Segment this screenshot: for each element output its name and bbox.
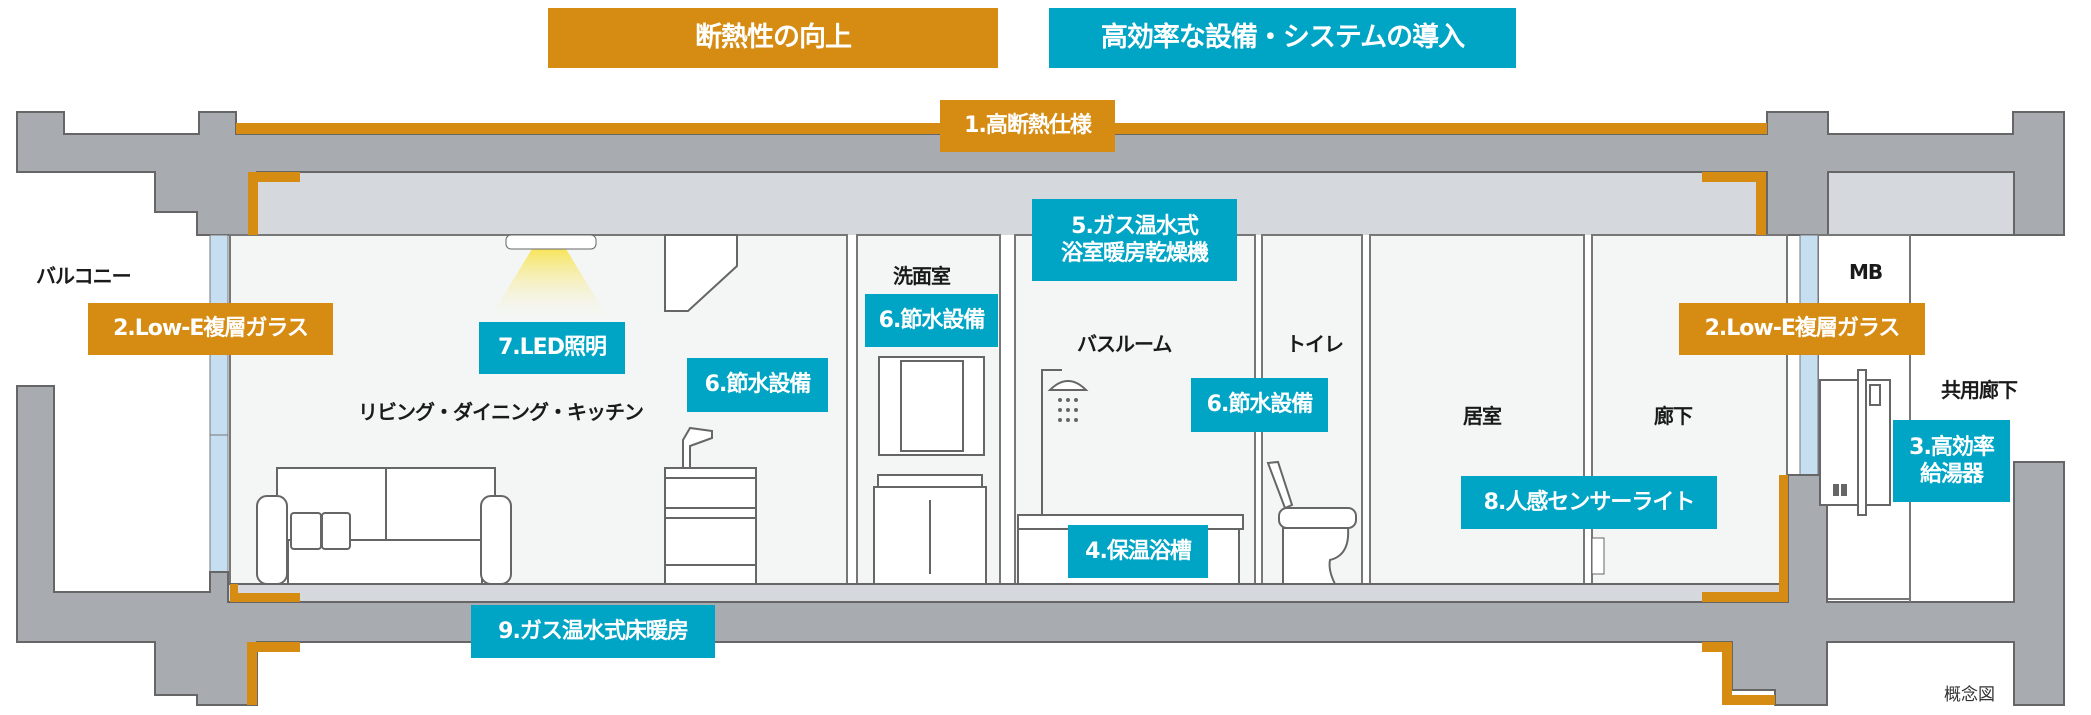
- room-label-washroom: 洗面室: [893, 264, 951, 288]
- kitchen-sink-icon: [664, 426, 757, 585]
- feature-motion-sensor-light: 8.人感センサーライト: [1461, 476, 1717, 529]
- feature-led-lighting: 7.LED照明: [479, 322, 625, 374]
- ceiling-void: [250, 172, 1768, 235]
- insulation-ceiling-left: [248, 172, 258, 235]
- vanity-icon: [873, 356, 987, 585]
- feature-water-heater: 3.高効率 給湯器: [1893, 420, 2010, 502]
- room-label-bedroom: 居室: [1463, 404, 1502, 428]
- toilet-icon: [1266, 460, 1357, 585]
- window-left-lower: [209, 434, 229, 586]
- feature-water-heater-line2: 給湯器: [1919, 462, 1984, 487]
- feature-insulated-bathtub: 4.保温浴槽: [1068, 525, 1208, 578]
- insulation-under-left-h: [247, 642, 300, 652]
- window-right: [1799, 234, 1819, 476]
- header-insulation: 断熱性の向上: [548, 8, 998, 68]
- insulation-ceiling-left-h: [248, 172, 300, 182]
- feature-bath-dryer-line1: 5.ガス温水式: [1071, 213, 1199, 239]
- header-equipment: 高効率な設備・システムの導入: [1049, 8, 1516, 68]
- insulation-floor-right-h: [1702, 592, 1788, 602]
- insulation-ceiling-right-h: [1702, 172, 1766, 182]
- insulation-under-right-b: [1722, 695, 1775, 705]
- sensor-switch-icon: [1591, 537, 1605, 575]
- ceiling-light-icon: [505, 234, 597, 250]
- water-heater-icon: [1819, 369, 1891, 516]
- feature-high-insulation: 1.高断熱仕様: [940, 100, 1115, 152]
- feature-water-saving-washroom: 6.節水設備: [865, 294, 998, 347]
- insulation-under-left: [247, 642, 257, 705]
- feature-water-heater-line1: 3.高効率: [1909, 434, 1995, 460]
- ceiling-void-mb: [1827, 171, 2015, 236]
- feature-bath-dryer-line2: 浴室暖房乾燥機: [1060, 241, 1209, 266]
- insulation-under-right-h: [1702, 642, 1732, 652]
- feature-water-saving-bath: 6.節水設備: [1191, 378, 1328, 432]
- room-label-corridor: 廊下: [1654, 404, 1693, 428]
- feature-lowe-glass-right: 2.Low-E複層ガラス: [1679, 303, 1925, 355]
- sofa-icon: [256, 467, 512, 585]
- feature-floor-heating: 9.ガス温水式床暖房: [471, 605, 715, 658]
- room-label-ldk: リビング・ダイニング・キッチン: [358, 400, 644, 424]
- ceiling-slab: [16, 111, 2065, 236]
- floor-void: [227, 583, 1789, 603]
- room-label-toilet: トイレ: [1286, 332, 1344, 356]
- room-label-balcony: バルコニー: [36, 264, 132, 288]
- light-beam: [490, 249, 608, 318]
- shower-icon: [1041, 369, 1089, 515]
- feature-lowe-glass-left: 2.Low-E複層ガラス: [88, 303, 333, 355]
- feature-water-saving-kitchen: 6.節水設備: [687, 358, 828, 412]
- insulation-ceiling-right: [1756, 172, 1766, 235]
- insulation-right-wall: [1779, 475, 1788, 602]
- insulation-floor-left-h: [230, 593, 300, 602]
- insulation-under-right: [1722, 642, 1732, 705]
- conceptual-diagram-note: 概念図: [1944, 685, 1995, 705]
- room-label-mb: MB: [1849, 260, 1883, 284]
- room-label-common-corridor: 共用廊下: [1941, 378, 2018, 402]
- shower-drops-icon: [1058, 398, 1078, 422]
- range-hood-icon: [664, 234, 738, 312]
- feature-bath-dryer: 5.ガス温水式 浴室暖房乾燥機: [1032, 199, 1237, 281]
- room-label-bathroom: バスルーム: [1077, 332, 1172, 356]
